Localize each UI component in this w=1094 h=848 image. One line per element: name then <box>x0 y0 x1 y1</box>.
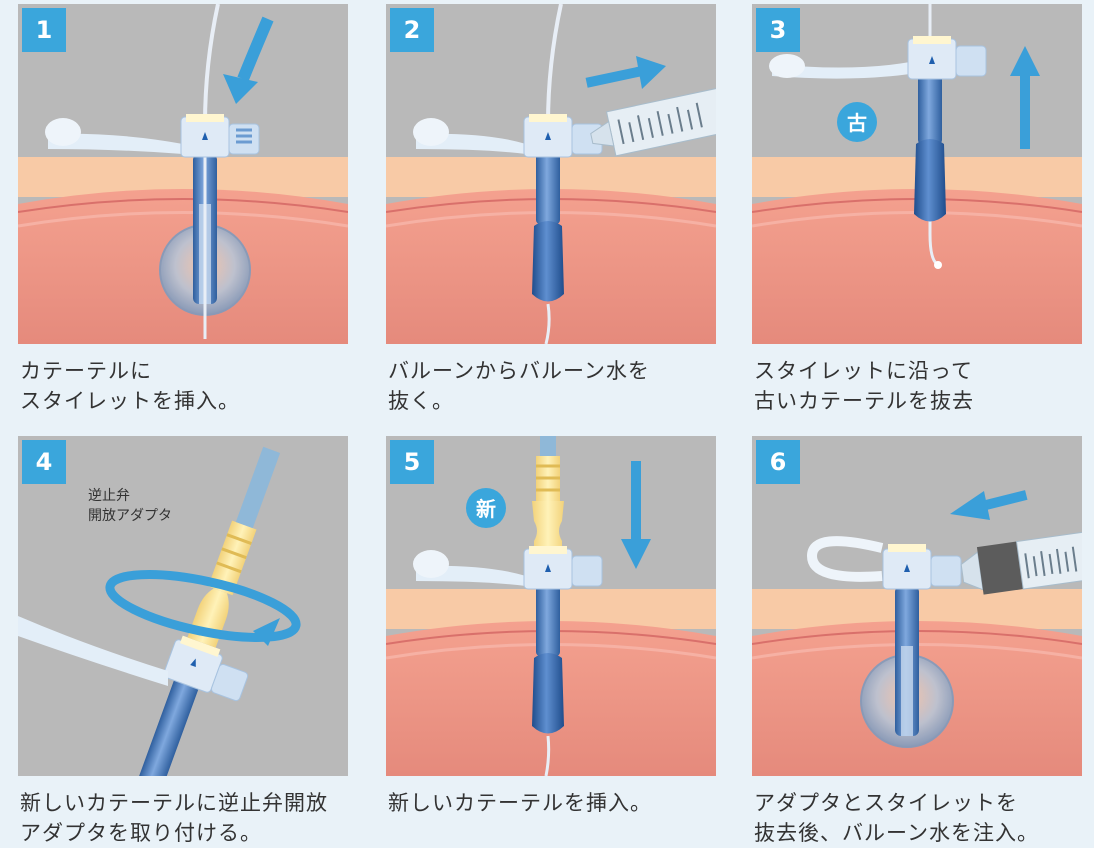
step-number-badge: 6 <box>756 440 800 484</box>
step-5-illustration: 新 5 <box>386 436 716 776</box>
step-6-illustration: 6 <box>752 436 1082 776</box>
caption-line-1: 新しいカテーテルに逆止弁開放 <box>20 788 350 818</box>
step-caption: スタイレットに沿って 古いカテーテルを抜去 <box>754 356 1084 416</box>
caption-line-1: バルーンからバルーン水を <box>388 356 718 386</box>
caption-line-1: スタイレットに沿って <box>754 356 1084 386</box>
step-caption: 新しいカテーテルに逆止弁開放 アダプタを取り付ける。 <box>20 788 350 848</box>
step-caption: アダプタとスタイレットを 抜去後、バルーン水を注入。 <box>754 788 1084 848</box>
step-number-badge: 3 <box>756 8 800 52</box>
adapter-label-line-1: 逆止弁 <box>88 488 130 504</box>
caption-line-2: 抜去後、バルーン水を注入。 <box>754 818 1084 848</box>
step-number-badge: 2 <box>390 8 434 52</box>
step-caption: 新しいカテーテルを挿入。 <box>388 788 718 818</box>
step-number-badge: 5 <box>390 440 434 484</box>
caption-line-2: 抜く。 <box>388 386 718 416</box>
new-badge: 新 <box>476 497 496 521</box>
step-2-illustration: 2 <box>386 4 716 344</box>
caption-line-1: 新しいカテーテルを挿入。 <box>388 788 718 818</box>
step-caption: バルーンからバルーン水を 抜く。 <box>388 356 718 416</box>
caption-line-1: カテーテルに <box>20 356 350 386</box>
step-caption: カテーテルに スタイレットを挿入。 <box>20 356 350 416</box>
step-1-illustration: 1 <box>18 4 348 344</box>
adapter-label-line-2: 開放アダプタ <box>88 508 172 524</box>
caption-line-2: 古いカテーテルを抜去 <box>754 386 1084 416</box>
step-4-illustration: 逆止弁 開放アダプタ 4 <box>18 436 348 776</box>
caption-line-2: スタイレットを挿入。 <box>20 386 350 416</box>
old-badge: 古 <box>847 111 867 135</box>
step-number-badge: 4 <box>22 440 66 484</box>
caption-line-1: アダプタとスタイレットを <box>754 788 1084 818</box>
step-number-badge: 1 <box>22 8 66 52</box>
step-3-illustration: 古 3 <box>752 4 1082 344</box>
caption-line-2: アダプタを取り付ける。 <box>20 818 350 848</box>
